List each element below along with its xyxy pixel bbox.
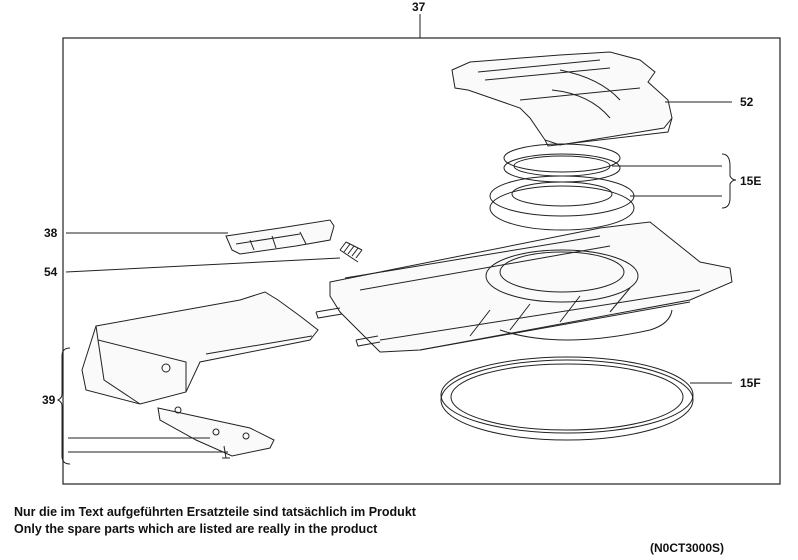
callout-line-54 — [65, 257, 341, 273]
part-spring — [339, 241, 363, 263]
callout-38: 38 — [44, 226, 58, 240]
part-seal-ring-large — [489, 175, 635, 231]
part-latch — [225, 219, 335, 255]
drawing-code: (N0CT3000S) — [650, 541, 725, 555]
part-gasket — [440, 356, 694, 441]
callout-37: 37 — [412, 0, 426, 14]
part-handle-bracket — [157, 406, 275, 459]
footer-note-english: Only the spare parts which are listed ar… — [14, 522, 378, 536]
assembly-frame — [62, 37, 781, 485]
callout-52: 52 — [740, 95, 754, 109]
bracket-39 — [56, 347, 71, 465]
part-handle — [81, 291, 319, 405]
callout-54: 54 — [44, 265, 58, 279]
callout-39: 39 — [42, 393, 56, 407]
footer-note-german: Nur die im Text aufgeführten Ersatzteile… — [14, 505, 416, 519]
bracket-15e — [721, 153, 737, 209]
part-housing-plate — [315, 221, 733, 353]
callout-15f: 15F — [740, 376, 761, 390]
part-cover — [451, 51, 673, 147]
callout-15e: 15E — [740, 174, 762, 188]
